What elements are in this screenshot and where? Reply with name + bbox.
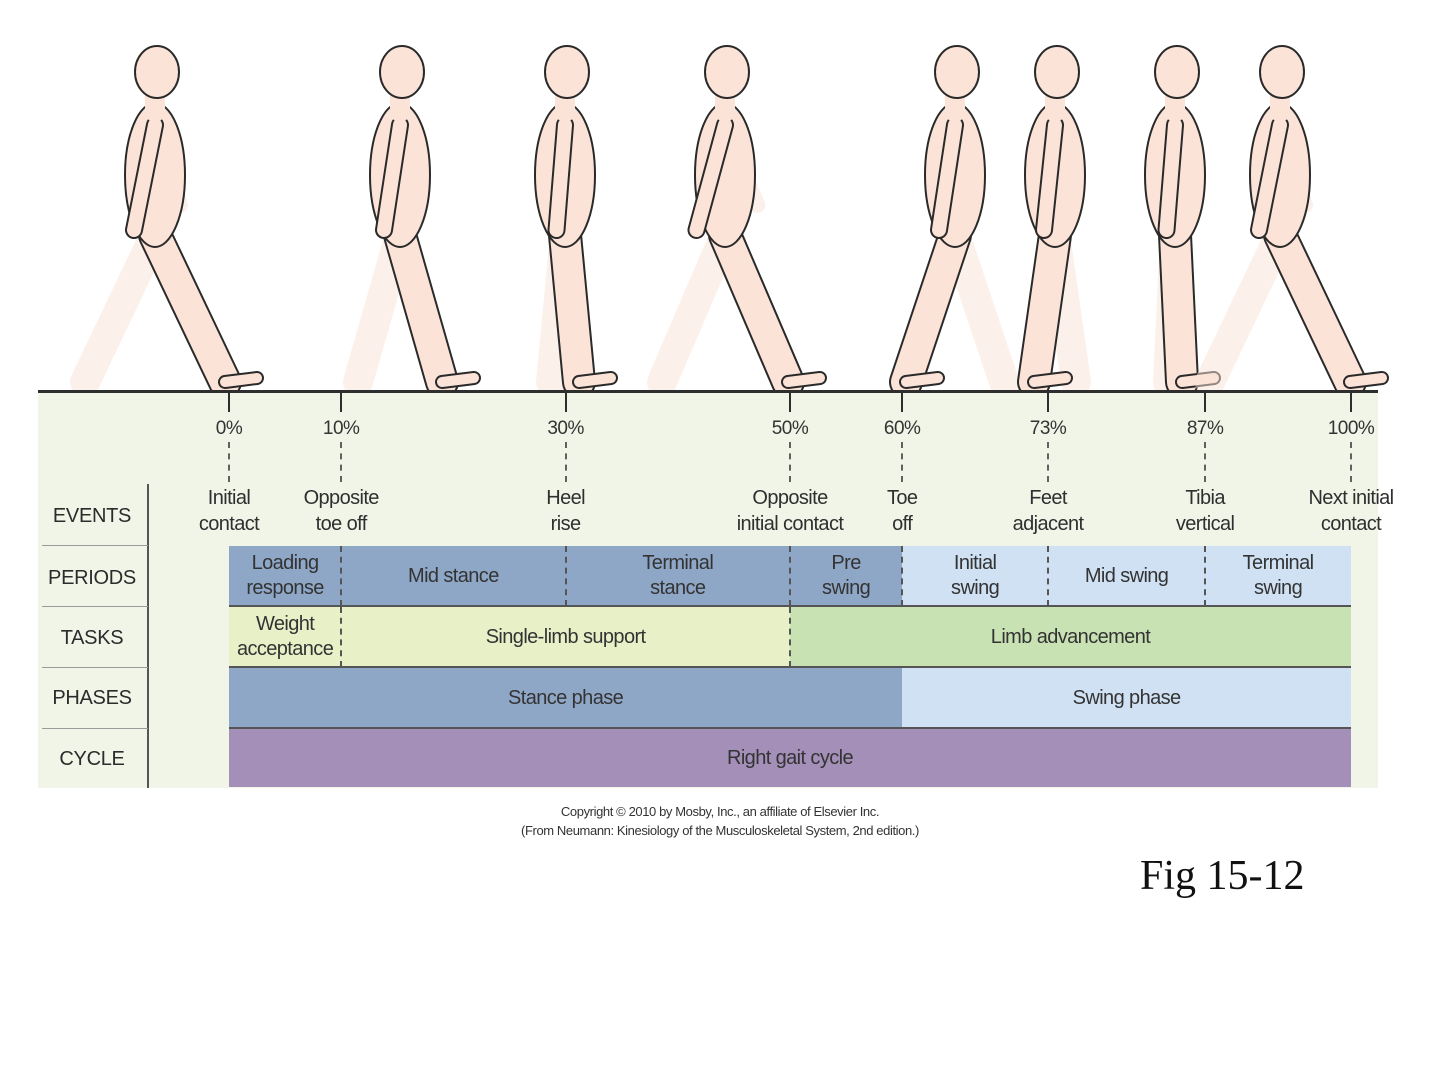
row-label-cycle: CYCLE (59, 748, 125, 770)
walking-figure-icon (343, 45, 481, 395)
band-divider (789, 546, 791, 606)
row-label-separator (147, 484, 149, 788)
copyright-line-1: Copyright © 2010 by Mosby, Inc., an affi… (560, 804, 880, 819)
band-divider (1204, 546, 1207, 606)
percent-label: 87% (1186, 418, 1224, 439)
walking-figure-icon (70, 45, 264, 395)
percent-label: 0% (215, 418, 243, 439)
period-band: Mid swing (1048, 546, 1206, 606)
row-divider (42, 728, 148, 729)
event-label: Initial contact (198, 487, 260, 535)
tick-mark (564, 390, 567, 412)
ground-line (38, 390, 1378, 393)
band-divider (789, 607, 791, 667)
event-guide-line (789, 442, 791, 482)
event-guide-line (340, 442, 343, 482)
band-divider (1047, 546, 1050, 606)
band-divider (901, 546, 904, 606)
percent-label: 73% (1029, 418, 1067, 439)
band-row-line (229, 605, 1351, 607)
event-label: Tibia vertical (1175, 487, 1235, 535)
event-guide-line (228, 442, 230, 482)
percent-label: 50% (771, 418, 809, 439)
copyright-notice: Copyright © 2010 by Mosby, Inc., an affi… (521, 802, 919, 840)
band-row-line (229, 666, 1351, 668)
walking-figures-illustration (70, 45, 1389, 395)
band-row-line (229, 727, 1351, 729)
row-divider (42, 667, 148, 668)
band-divider (340, 607, 343, 667)
percent-label: 60% (883, 418, 921, 439)
period-band: Pre swing (790, 546, 903, 606)
event-guide-line (1350, 442, 1352, 482)
tick-mark (789, 390, 791, 412)
event-label: Opposite toe off (303, 487, 380, 535)
event-guide-line (901, 442, 904, 482)
event-label: Opposite initial contact (736, 487, 844, 535)
band-divider (564, 546, 567, 606)
tick-mark (1350, 390, 1352, 412)
tick-mark (1204, 390, 1207, 412)
walking-figure-icon (889, 45, 1019, 395)
walking-figure-icon (1195, 45, 1389, 395)
event-guide-line (1047, 442, 1050, 482)
event-label: Toe off (886, 487, 918, 535)
event-label: Next initial contact (1308, 487, 1394, 535)
row-divider (42, 606, 148, 607)
row-label-events: EVENTS (52, 505, 132, 527)
task-band: Single-limb support (341, 607, 790, 667)
percent-label: 10% (322, 418, 360, 439)
tick-mark (901, 390, 904, 412)
figure-label: Fig 15-12 (1140, 853, 1305, 899)
event-guide-line (1204, 442, 1207, 482)
event-guide-line (564, 442, 567, 482)
tick-mark (1047, 390, 1050, 412)
percent-label: 100% (1327, 418, 1375, 439)
copyright-line-2: (From Neumann: Kinesiology of the Muscul… (521, 823, 919, 838)
tick-mark (228, 390, 230, 412)
phase-band: Stance phase (229, 668, 903, 728)
cycle-band: Right gait cycle (229, 729, 1351, 787)
task-band: Limb advancement (790, 607, 1351, 667)
row-label-phases: PHASES (52, 687, 132, 709)
period-band: Loading response (229, 546, 342, 606)
band-divider (340, 546, 343, 606)
row-label-periods: PERIODS (48, 567, 136, 589)
event-label: Feet adjacent (1012, 487, 1084, 535)
tick-mark (340, 390, 343, 412)
period-band: Mid stance (341, 546, 566, 606)
row-label-tasks: TASKS (60, 627, 124, 649)
event-label: Heel rise (546, 487, 585, 535)
walking-figure-icon (534, 45, 618, 395)
walking-figure-icon (1017, 45, 1091, 395)
task-band: Weight acceptance (229, 607, 342, 667)
percent-label: 30% (547, 418, 584, 439)
period-band: Initial swing (902, 546, 1049, 606)
walking-figure-icon (1144, 45, 1221, 395)
period-band: Terminal stance (565, 546, 790, 606)
walking-figure-icon (647, 45, 827, 395)
period-band: Terminal swing (1205, 546, 1351, 606)
row-divider (42, 545, 148, 546)
phase-band: Swing phase (902, 668, 1351, 728)
